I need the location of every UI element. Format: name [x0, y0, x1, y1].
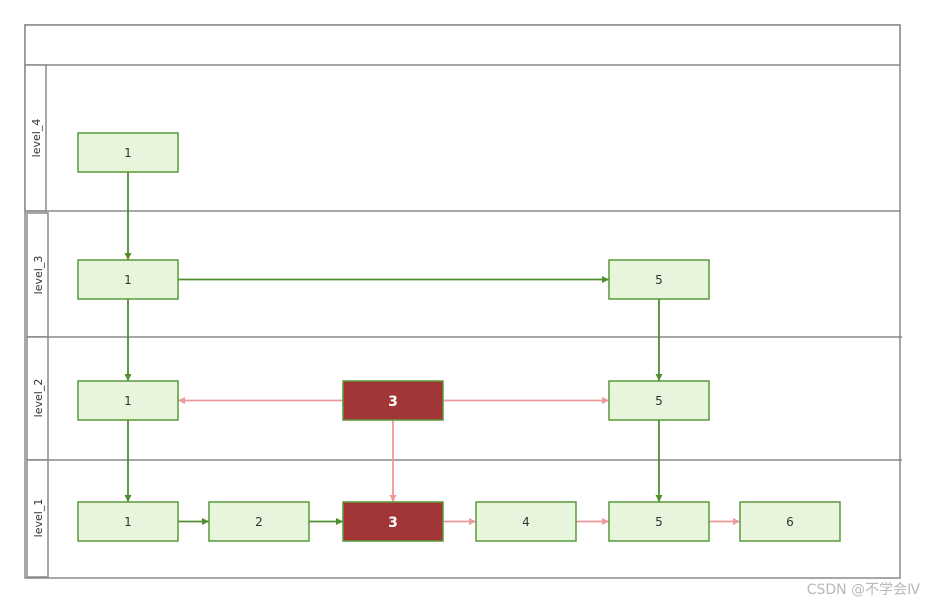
- node-level-3-1[interactable]: 1: [77, 259, 179, 300]
- node-level-3-5[interactable]: 5: [608, 259, 710, 300]
- svg-text:6: 6: [786, 515, 794, 529]
- lane-level-1: level_1: [26, 459, 902, 578]
- node-level-1-2[interactable]: 2: [208, 501, 310, 542]
- svg-text:3: 3: [388, 515, 398, 531]
- svg-text:2: 2: [255, 515, 263, 529]
- node-level-2-1[interactable]: 1: [77, 380, 179, 421]
- svg-text:5: 5: [655, 273, 663, 287]
- node-level-1-4[interactable]: 4: [475, 501, 577, 542]
- lane-level-1-header: [26, 459, 49, 578]
- svg-text:1: 1: [124, 146, 132, 160]
- node-level-1-5[interactable]: 5: [608, 501, 710, 542]
- node-level-2-3[interactable]: 3: [342, 380, 444, 421]
- node-level-2-5[interactable]: 5: [608, 380, 710, 421]
- lane-level-1-label: level_1: [32, 499, 45, 538]
- lane-level-3-label: level_3: [32, 256, 45, 295]
- pool-header: [24, 24, 901, 66]
- node-level-1-6[interactable]: 6: [739, 501, 841, 542]
- node-level-4-1[interactable]: 1: [77, 132, 179, 173]
- lane-level-2-label: level_2: [32, 379, 45, 418]
- svg-text:4: 4: [522, 515, 530, 529]
- pool-frame: [24, 24, 901, 579]
- svg-text:1: 1: [124, 394, 132, 408]
- svg-text:1: 1: [124, 515, 132, 529]
- lane-level-4-label: level_4: [30, 119, 43, 158]
- node-level-1-1[interactable]: 1: [77, 501, 179, 542]
- node-level-1-3[interactable]: 3: [342, 501, 444, 542]
- svg-text:3: 3: [388, 394, 398, 410]
- watermark-text: CSDN @不学会Ⅳ: [807, 582, 920, 598]
- nodes: 1 1 5 1 3 5 1 2: [77, 132, 841, 542]
- svg-text:5: 5: [655, 515, 663, 529]
- lane-level-3: level_3: [26, 210, 900, 338]
- svg-text:5: 5: [655, 394, 663, 408]
- edges: [124, 172, 740, 525]
- svg-text:1: 1: [124, 273, 132, 287]
- pool-border: [24, 24, 901, 579]
- lane-level-4: level_4: [24, 64, 47, 212]
